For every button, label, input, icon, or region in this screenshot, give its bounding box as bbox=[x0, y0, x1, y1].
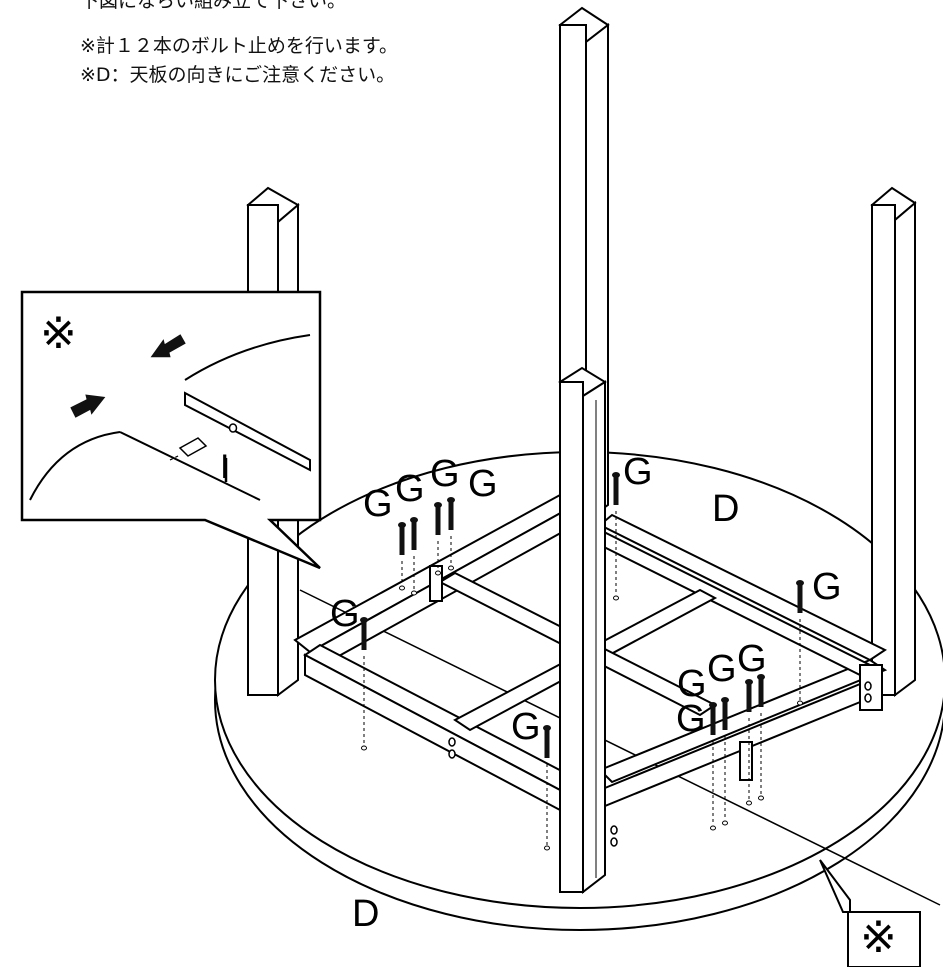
bolt-label: G bbox=[707, 648, 737, 690]
detail-mark-label: ※ bbox=[40, 308, 77, 359]
bolt-label: G bbox=[468, 463, 498, 505]
instruction-line-2: ※計１２本のボルト止めを行います。 bbox=[80, 35, 399, 57]
bolt-label: G bbox=[812, 566, 842, 608]
instruction-line-1: 下図にならい組み立て下さい。 bbox=[80, 0, 347, 12]
bolt-icon bbox=[721, 697, 729, 826]
bolt-label: G bbox=[623, 451, 653, 493]
bolt-label: G bbox=[430, 453, 460, 495]
arrow-left-icon bbox=[150, 334, 186, 358]
bolt-label: G bbox=[395, 468, 425, 510]
bolt-icon bbox=[796, 580, 804, 706]
bolt-label: G bbox=[737, 638, 767, 680]
bolt-label: G bbox=[330, 593, 360, 635]
bolt-icon bbox=[434, 502, 442, 576]
rail-holes bbox=[448, 681, 872, 847]
bolt-icon bbox=[360, 617, 368, 751]
detail-mark-label-bottom: ※ bbox=[860, 912, 897, 963]
bolt-group bbox=[360, 472, 804, 851]
bolt-label: G bbox=[363, 483, 393, 525]
bolt-icon bbox=[709, 702, 717, 831]
bolt-icon bbox=[757, 674, 765, 801]
detail-callout-pointer bbox=[819, 859, 921, 967]
front-leg bbox=[558, 366, 607, 895]
bolt-icon bbox=[410, 517, 418, 596]
table-top-label-back: D bbox=[712, 488, 740, 530]
bolt-label: G bbox=[677, 663, 707, 705]
dowel-pin bbox=[178, 437, 208, 457]
bolt-icon bbox=[612, 472, 620, 601]
back-leg-right bbox=[870, 186, 917, 697]
bolt-icon bbox=[543, 725, 551, 851]
arrow-right-icon bbox=[70, 394, 106, 418]
instruction-line-3: ※D：天板の向きにご注意ください。 bbox=[80, 64, 396, 86]
bolt-icon bbox=[398, 522, 406, 591]
frame bbox=[293, 493, 888, 812]
dowel-label: I bbox=[220, 448, 230, 486]
bolt-icon bbox=[745, 679, 753, 806]
bolt-label: G bbox=[676, 698, 706, 740]
bolt-label: G bbox=[511, 706, 541, 748]
detail-callout bbox=[20, 290, 322, 570]
bolt-icon bbox=[447, 497, 455, 571]
table-top-label-front: D bbox=[352, 893, 380, 935]
